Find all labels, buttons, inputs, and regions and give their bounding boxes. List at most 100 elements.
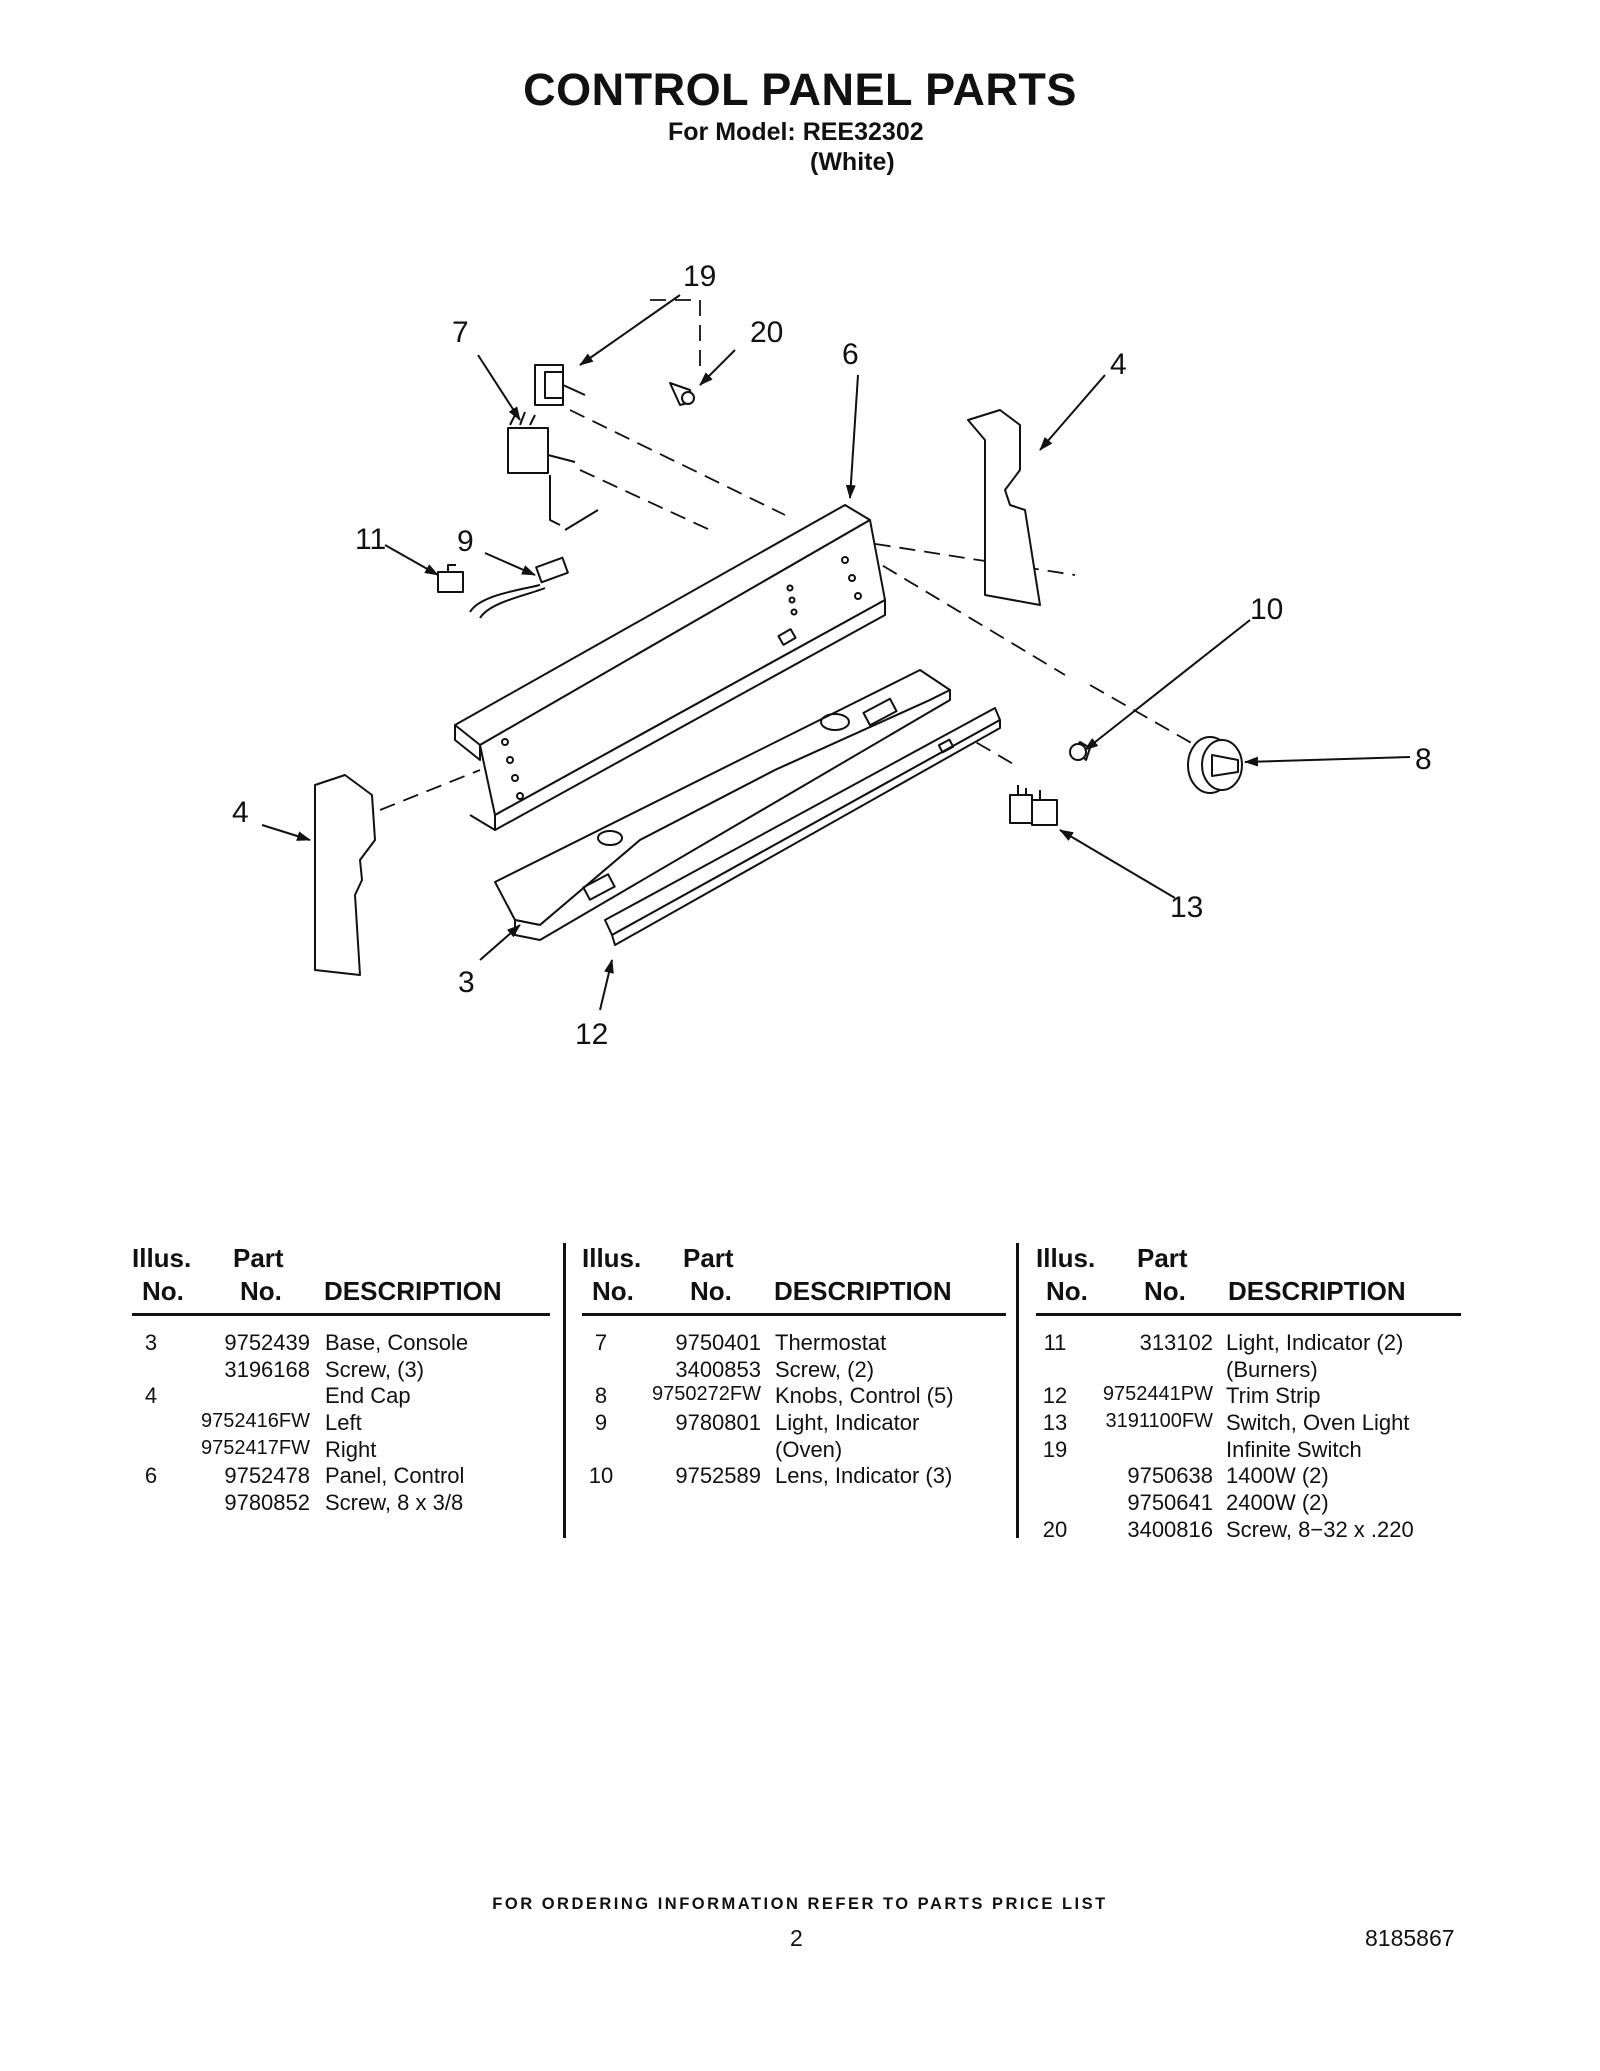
header-description: DESCRIPTION bbox=[1228, 1276, 1406, 1306]
header-part: Part bbox=[683, 1243, 734, 1273]
header-illus-no: No. bbox=[592, 1276, 634, 1306]
part-description: Screw, (3) bbox=[325, 1356, 425, 1382]
part-description: Screw, (2) bbox=[775, 1356, 875, 1382]
part-number: 9752417FW bbox=[201, 1436, 310, 1459]
header-illus-no: No. bbox=[1046, 1276, 1088, 1306]
callout-8: 8 bbox=[1415, 743, 1432, 776]
table-row: 9750641 2400W (2) bbox=[1036, 1490, 1461, 1517]
illus-number: 11 bbox=[1043, 1330, 1067, 1355]
part-number: 9780852 bbox=[224, 1490, 310, 1516]
part-description: Light, Indicator (2) bbox=[1226, 1330, 1404, 1355]
header-description: DESCRIPTION bbox=[324, 1276, 502, 1306]
illus-number: 12 bbox=[1042, 1383, 1068, 1409]
callout-10: 10 bbox=[1250, 593, 1284, 626]
illus-number: 9 bbox=[594, 1410, 608, 1436]
table-rows: 11 313102 Light, Indicator (2) (Burners) 1… bbox=[1036, 1330, 1461, 1544]
illus-number: 10 bbox=[588, 1463, 614, 1489]
end-cap-left-part bbox=[314, 774, 376, 976]
part-number: 9752441PW bbox=[1102, 1383, 1213, 1406]
callout-arrows bbox=[261, 294, 1411, 1011]
part-description: (Burners) bbox=[1226, 1356, 1318, 1382]
illus-number: 13 bbox=[1042, 1410, 1068, 1436]
illus-number: 6 bbox=[144, 1463, 158, 1489]
table-row: 9752417FW Right bbox=[132, 1437, 550, 1464]
header-rule bbox=[1036, 1313, 1461, 1316]
part-description: Infinite Switch bbox=[1226, 1436, 1362, 1462]
callout-9: 9 bbox=[457, 525, 474, 558]
part-number: 3400816 bbox=[1127, 1516, 1213, 1542]
table-row: 3 9752439 Base, Console bbox=[132, 1330, 550, 1357]
illus-number: 7 bbox=[594, 1330, 608, 1355]
part-description: Lens, Indicator (3) bbox=[775, 1463, 953, 1489]
header-part: Part bbox=[1137, 1243, 1188, 1273]
control-panel-part bbox=[454, 504, 886, 831]
part-description: Light, Indicator bbox=[775, 1410, 920, 1436]
part-description: Panel, Control bbox=[325, 1463, 465, 1489]
part-number: 3400853 bbox=[675, 1356, 761, 1382]
header-illus: Illus. bbox=[132, 1243, 192, 1273]
illus-number: 20 bbox=[1042, 1516, 1068, 1542]
callout-19: 19 bbox=[683, 260, 717, 293]
part-description: Base, Console bbox=[325, 1330, 469, 1355]
header-part-no: No. bbox=[690, 1276, 732, 1306]
model-line: For Model: REE32302 bbox=[668, 118, 924, 146]
callout-12: 12 bbox=[575, 1018, 609, 1051]
control-knob-part bbox=[1187, 736, 1243, 794]
burner-indicator-light-part bbox=[437, 564, 464, 593]
header-part-no: No. bbox=[1144, 1276, 1186, 1306]
page-title: CONTROL PANEL PARTS bbox=[523, 64, 1077, 115]
illus-number: 4 bbox=[144, 1383, 158, 1409]
callout-3: 3 bbox=[458, 966, 475, 999]
part-description: Trim Strip bbox=[1226, 1383, 1321, 1409]
table-row: (Burners) bbox=[1036, 1357, 1461, 1384]
table-row: 6 9752478 Panel, Control bbox=[132, 1463, 550, 1490]
header-part: Part bbox=[233, 1243, 284, 1273]
header-illus-no: No. bbox=[142, 1276, 184, 1306]
table-row: 20 3400816 Screw, 8−32 x .220 bbox=[1036, 1517, 1461, 1544]
part-number: 313102 bbox=[1139, 1330, 1213, 1355]
part-number: 9752478 bbox=[224, 1463, 310, 1489]
parts-table-column-3: Illus. No. Part No. DESCRIPTION 11 313102… bbox=[1036, 1243, 1461, 1542]
callout-7: 7 bbox=[452, 316, 469, 349]
part-number: 9750641 bbox=[1127, 1490, 1213, 1516]
callout-13: 13 bbox=[1170, 891, 1204, 924]
page-number: 2 bbox=[790, 1925, 803, 1951]
header-illus: Illus. bbox=[582, 1243, 642, 1273]
illus-number: 3 bbox=[144, 1330, 158, 1355]
table-row: (Oven) bbox=[582, 1437, 1006, 1464]
column-divider bbox=[563, 1243, 566, 1538]
part-description: End Cap bbox=[325, 1383, 411, 1409]
callout-4-right: 4 bbox=[1110, 348, 1127, 381]
end-cap-right-part bbox=[967, 409, 1041, 606]
callout-6: 6 bbox=[842, 338, 859, 371]
table-header: Illus. No. Part No. DESCRIPTION bbox=[582, 1243, 1006, 1309]
header-illus: Illus. bbox=[1036, 1243, 1096, 1273]
callout-11: 11 bbox=[355, 523, 387, 556]
header-description: DESCRIPTION bbox=[774, 1276, 952, 1306]
part-description: Screw, 8−32 x .220 bbox=[1226, 1516, 1414, 1542]
oven-light-switch-part bbox=[1009, 785, 1058, 826]
ordering-note: FOR ORDERING INFORMATION REFER TO PARTS … bbox=[492, 1895, 1108, 1913]
infinite-switch-part bbox=[534, 364, 586, 406]
part-description: 2400W (2) bbox=[1226, 1490, 1329, 1516]
color-line: (White) bbox=[810, 148, 895, 176]
part-number: 9752439 bbox=[224, 1330, 310, 1355]
illus-number: 8 bbox=[594, 1383, 608, 1409]
thermostat-part bbox=[507, 411, 599, 531]
part-number: 9750638 bbox=[1127, 1463, 1213, 1489]
part-description: Right bbox=[325, 1436, 377, 1462]
part-number: 3191100FW bbox=[1105, 1410, 1213, 1433]
header-rule bbox=[582, 1313, 1006, 1316]
exploded-parts-diagram bbox=[261, 294, 1411, 1011]
table-header: Illus. No. Part No. DESCRIPTION bbox=[132, 1243, 550, 1309]
